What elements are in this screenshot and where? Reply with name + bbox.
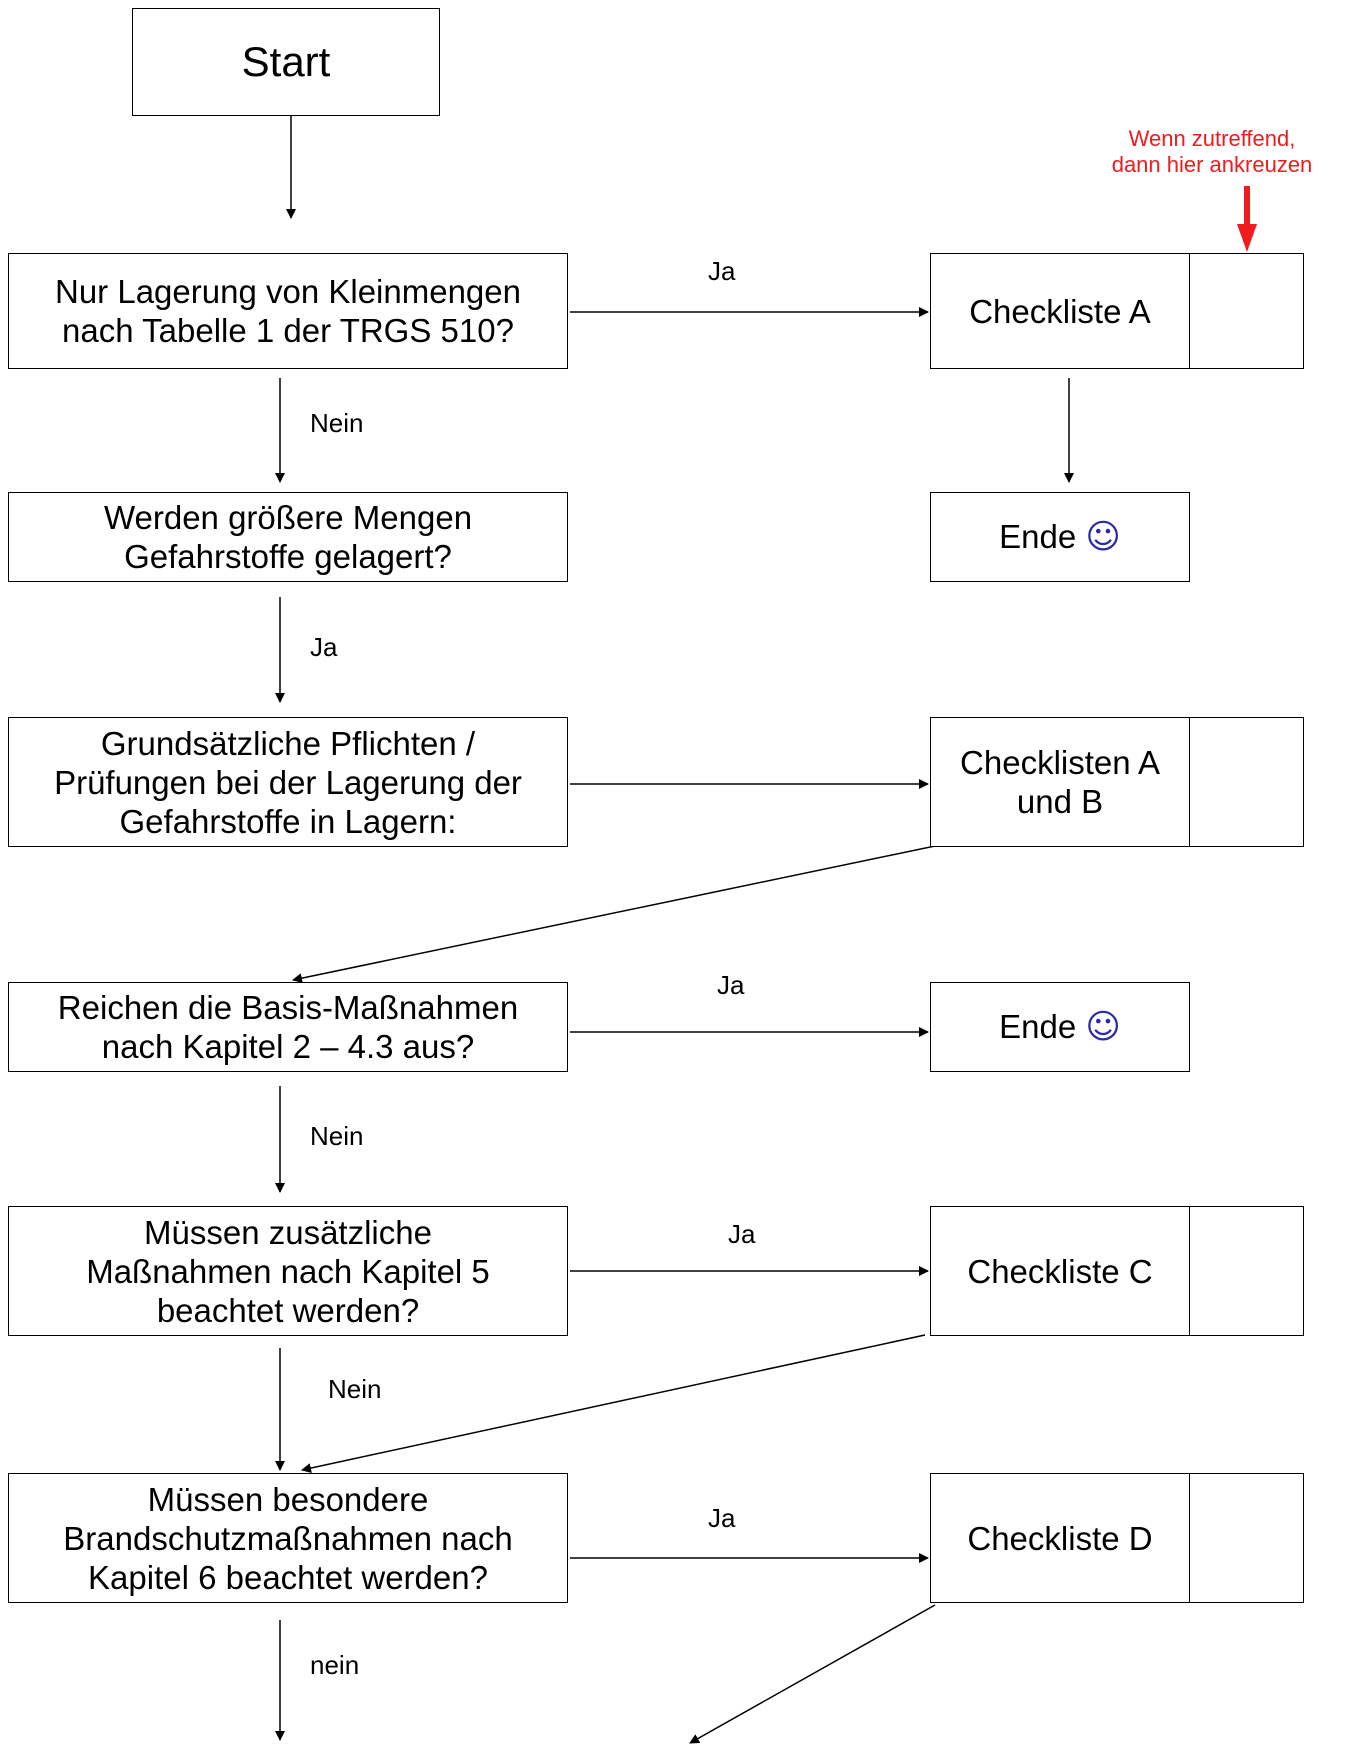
checklist-a-box: Checkliste A (930, 253, 1190, 369)
question-basis-massnahmen-label: Reichen die Basis-Maßnahmen nach Kapitel… (57, 989, 519, 1065)
question-zusaetzliche-massnahmen: Müssen zusätzliche Maßnahmen nach Kapite… (8, 1206, 568, 1336)
arrow-checklist-c-to-q5 (301, 1334, 926, 1473)
question-kleinmengen-label: Nur Lagerung von Kleinmengen nach Tabell… (55, 273, 521, 349)
edge-label-ja: Ja (708, 1503, 736, 1533)
question-zusaetzliche-massnahmen-label: Müssen zusätzliche Maßnahmen nach Kapite… (86, 1213, 490, 1329)
checklist-c-label: Checkliste C (967, 1252, 1153, 1290)
checklist-a-label: Checkliste A (969, 292, 1151, 330)
checklist-d-label: Checkliste D (967, 1519, 1153, 1557)
annotation-arrow-head (1237, 224, 1257, 252)
start-node: Start (132, 8, 440, 116)
end-node-1-text: Ende (999, 518, 1077, 555)
question-basis-massnahmen: Reichen die Basis-Maßnahmen nach Kapitel… (8, 982, 568, 1072)
checklist-c-box: Checkliste C (930, 1206, 1190, 1336)
checklist-ab-checkbox[interactable] (1190, 717, 1304, 847)
end-node-2: Ende ☺ (930, 982, 1190, 1072)
edge-label-ja: Ja (717, 970, 745, 1000)
question-brandschutz-label: Müssen besondere Brandschutzmaßnahmen na… (63, 1480, 513, 1596)
annotation-arrow-shaft (1244, 186, 1250, 224)
smiley-icon: ☺ (1085, 517, 1121, 557)
checklist-c-checkbox[interactable] (1190, 1206, 1304, 1336)
question-kleinmengen: Nur Lagerung von Kleinmengen nach Tabell… (8, 253, 568, 369)
pflichten-label: Grundsätzliche Pflichten / Prüfungen bei… (54, 724, 522, 840)
question-groessere-mengen-label: Werden größere Mengen Gefahrstoffe gelag… (103, 499, 473, 575)
edge-label-ja: Ja (728, 1219, 756, 1249)
smiley-icon: ☺ (1085, 1007, 1121, 1047)
start-node-label: Start (241, 38, 331, 85)
checklist-d-box: Checkliste D (930, 1473, 1190, 1603)
end-node-2-text: Ende (999, 1008, 1077, 1045)
arrow-checklist-ab-to-q3 (292, 845, 936, 984)
checklist-ab-box: Checklisten A und B (930, 717, 1190, 847)
checklist-d-checkbox[interactable] (1190, 1473, 1304, 1603)
edge-label-nein: Nein (310, 408, 364, 438)
edge-label-nein: Nein (310, 1121, 364, 1151)
edge-label-nein: Nein (328, 1374, 382, 1404)
end-node-1-label: Ende ☺ (999, 517, 1121, 557)
pflichten-box: Grundsätzliche Pflichten / Prüfungen bei… (8, 717, 568, 847)
question-brandschutz: Müssen besondere Brandschutzmaßnahmen na… (8, 1473, 568, 1603)
edge-label-ja: Ja (708, 256, 736, 286)
question-groessere-mengen: Werden größere Mengen Gefahrstoffe gelag… (8, 492, 568, 582)
checklist-ab-label: Checklisten A und B (960, 744, 1160, 820)
arrow-checklist-d-out (689, 1604, 936, 1744)
end-node-1: Ende ☺ (930, 492, 1190, 582)
edge-label-ja: Ja (310, 632, 338, 662)
checkbox-instruction-note: Wenn zutreffend, dann hier ankreuzen (1111, 126, 1313, 177)
edge-label-nein: nein (310, 1650, 360, 1680)
end-node-2-label: Ende ☺ (999, 1007, 1121, 1047)
checklist-a-checkbox[interactable] (1190, 253, 1304, 369)
